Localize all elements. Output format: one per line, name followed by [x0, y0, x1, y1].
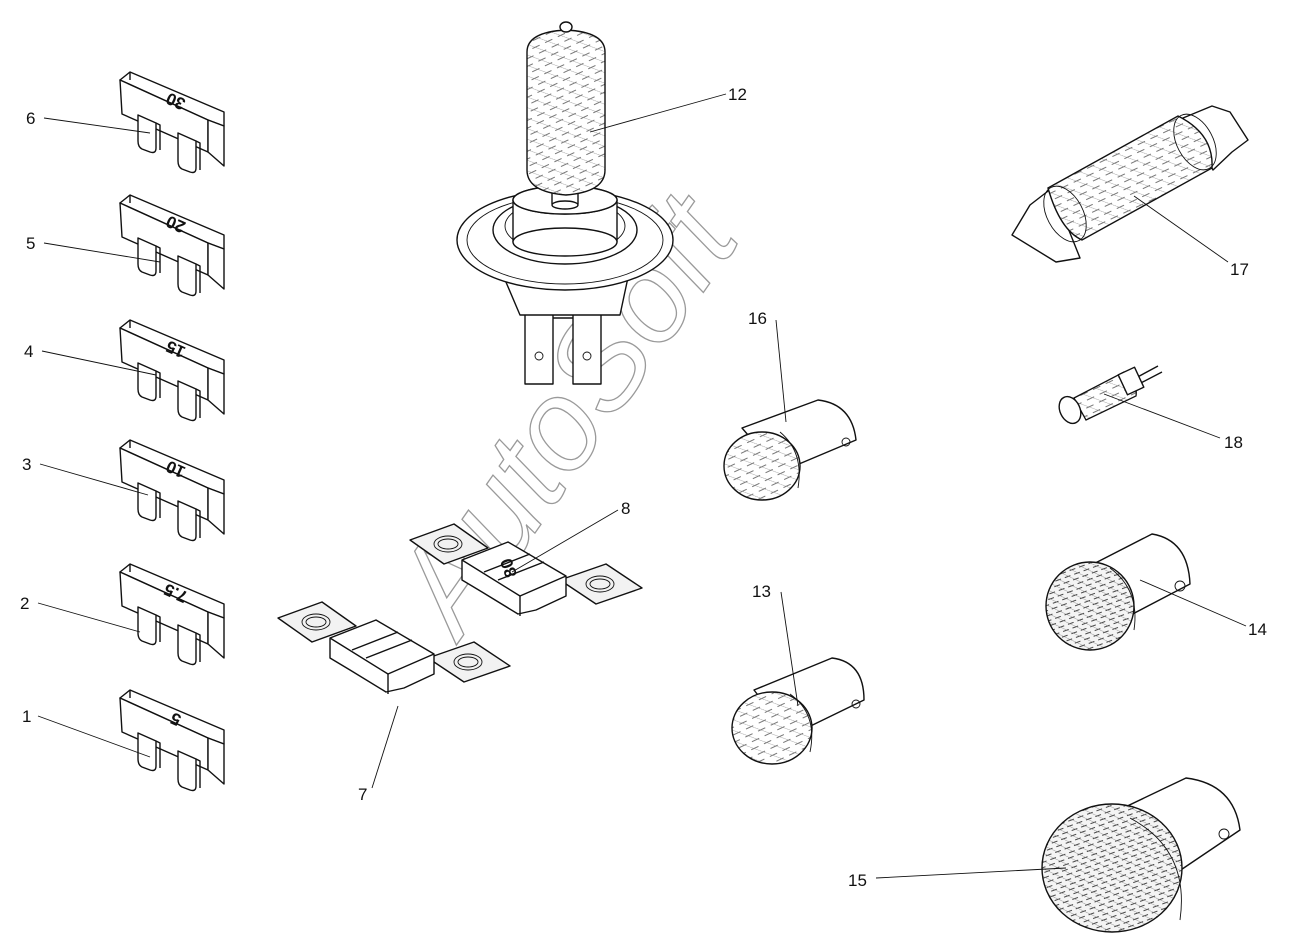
festoon-lamp — [1011, 105, 1249, 263]
callout-labels: 6 5 4 3 2 1 7 8 12 13 14 15 16 17 18 — [20, 85, 1267, 890]
bayonet-lamp-small-upper — [723, 399, 857, 501]
callout-2: 2 — [20, 594, 29, 613]
callout-12: 12 — [728, 85, 747, 104]
bayonet-lamp-large — [1041, 777, 1241, 933]
callout-4: 4 — [24, 342, 33, 361]
h4-headlamp-bulb — [456, 21, 674, 385]
callout-15: 15 — [848, 871, 867, 890]
leader-lines — [37, 93, 1247, 879]
callout-1: 1 — [22, 707, 31, 726]
blade-fuse-6: 30 — [119, 71, 225, 174]
callout-17: 17 — [1230, 260, 1249, 279]
callout-7: 7 — [358, 785, 367, 804]
callout-18: 18 — [1224, 433, 1243, 452]
bolt-fuse-8: 80 — [409, 523, 643, 617]
bayonet-lamp-medium — [1045, 533, 1191, 651]
bayonet-lamp-small-lower — [731, 657, 865, 765]
wedge-lamp — [1058, 365, 1163, 425]
callout-8: 8 — [621, 499, 630, 518]
callout-6: 6 — [26, 109, 35, 128]
callout-5: 5 — [26, 234, 35, 253]
callout-13: 13 — [752, 582, 771, 601]
blade-fuse-1: 5 — [119, 689, 225, 792]
blade-fuse-3: 10 — [119, 439, 225, 542]
blade-fuse-2: 7.5 — [119, 563, 225, 666]
callout-16: 16 — [748, 309, 767, 328]
blade-fuse-5: 20 — [119, 194, 225, 297]
callout-3: 3 — [22, 455, 31, 474]
callout-14: 14 — [1248, 620, 1267, 639]
